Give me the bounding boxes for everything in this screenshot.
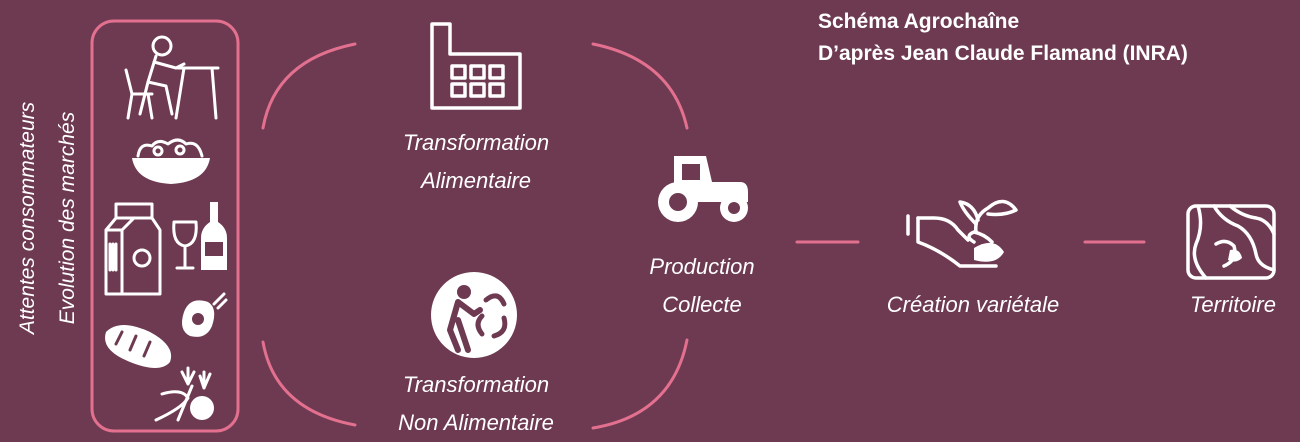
consumer-box <box>90 19 240 433</box>
bread-icon <box>105 325 172 368</box>
node-label-line-2: Non Alimentaire <box>398 410 554 435</box>
salad-bowl-icon <box>132 138 210 184</box>
node-production-collecte: Production Collecte <box>622 248 782 324</box>
title-line-1: Schéma Agrochaîne <box>818 10 1020 33</box>
tractor-icon <box>658 156 748 222</box>
node-creation-varietale: Création variétale <box>886 292 1060 317</box>
title-line-2: D’après Jean Claude Flamand (INRA) <box>818 42 1188 65</box>
map-icon <box>1186 204 1276 280</box>
hand-seedling-icon <box>906 199 1018 268</box>
node-territoire: Territoire <box>1190 292 1276 317</box>
node-label-line-2: Alimentaire <box>420 168 532 193</box>
node-transformation-alimentaire: Transformation Alimentaire <box>376 124 576 200</box>
milk-carton-icon <box>104 202 162 296</box>
arc-bottom-left <box>261 340 357 427</box>
arc-bottom-right <box>591 338 689 430</box>
node-transformation-non-alimentaire: Transformation Non Alimentaire <box>376 366 576 442</box>
node-label-line-1: Transformation <box>402 372 550 397</box>
ham-icon <box>182 292 228 337</box>
arc-top-left <box>261 42 357 130</box>
node-label-line-2: Collecte <box>662 292 742 317</box>
wine-glass-icon <box>172 220 198 270</box>
arc-top-right <box>591 42 689 130</box>
vegetables-icon <box>154 366 214 422</box>
node-label-line-1: Production <box>649 254 755 279</box>
factory-icon <box>430 22 522 110</box>
recycling-person-icon <box>431 272 517 358</box>
node-label-line-1: Transformation <box>402 130 550 155</box>
person-at-table-icon <box>124 35 220 120</box>
wine-bottle-icon <box>201 202 227 270</box>
diagram-title: Schéma Agrochaîne D’après Jean Claude Fl… <box>818 6 1188 70</box>
